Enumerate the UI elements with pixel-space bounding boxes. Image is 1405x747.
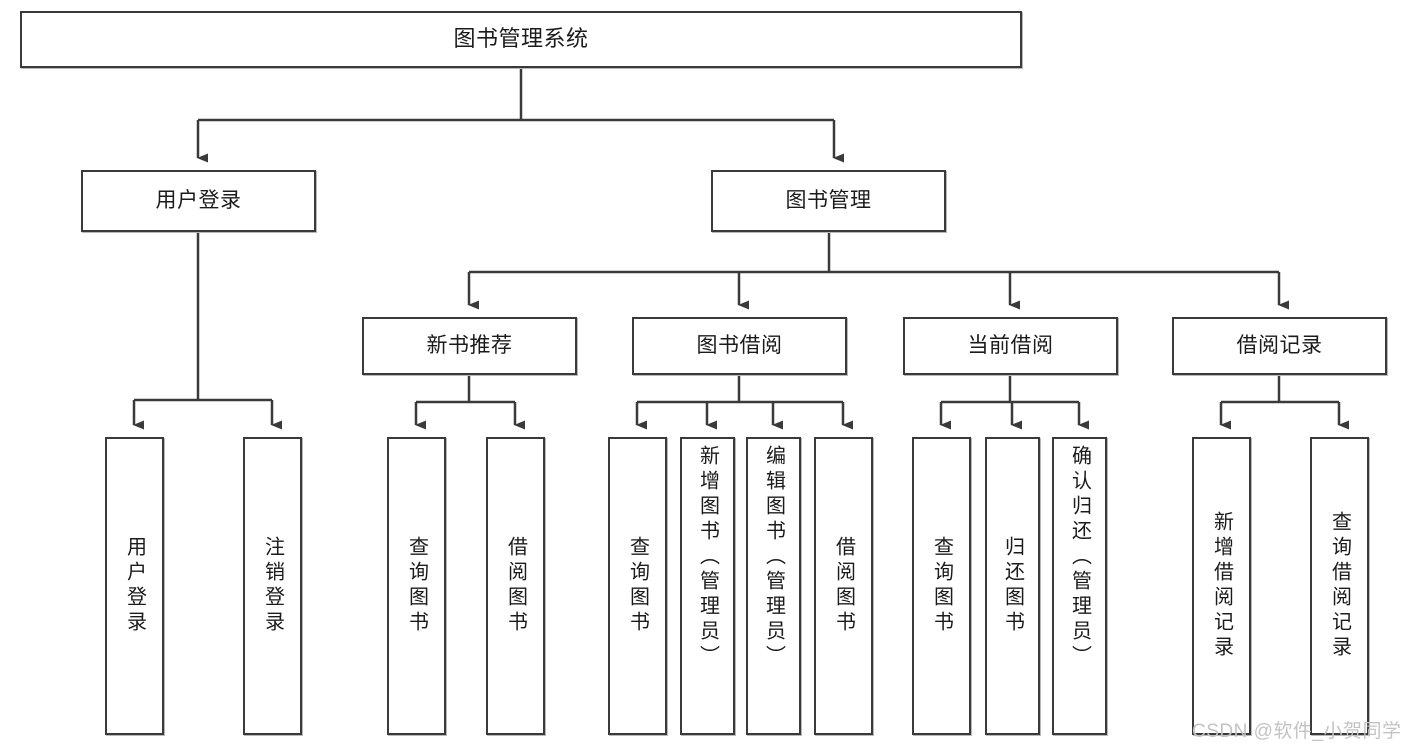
node-leaf-logout[interactable]: 注销登录 (243, 437, 302, 735)
node-user-login[interactable]: 用户登录 (81, 170, 316, 232)
node-new-book-recommend-label: 新书推荐 (426, 334, 513, 358)
node-leaf-confirm-return-label: 确认归还（管理员） (1068, 445, 1091, 670)
node-leaf-query-book-1-label: 查询图书 (405, 536, 428, 636)
node-current-borrow-label: 当前借阅 (967, 334, 1054, 358)
node-leaf-borrow-book-2-label: 借阅图书 (832, 536, 855, 636)
node-leaf-return-book[interactable]: 归还图书 (985, 437, 1040, 735)
node-user-login-label: 用户登录 (155, 189, 242, 213)
node-leaf-borrow-book-1[interactable]: 借阅图书 (486, 437, 545, 735)
node-leaf-user-login[interactable]: 用户登录 (105, 437, 164, 735)
node-leaf-add-record-label: 新增借阅记录 (1210, 511, 1233, 661)
node-leaf-user-login-label: 用户登录 (123, 536, 146, 636)
node-leaf-query-book-3[interactable]: 查询图书 (912, 437, 971, 735)
node-borrow-record[interactable]: 借阅记录 (1172, 317, 1387, 375)
node-leaf-add-record[interactable]: 新增借阅记录 (1192, 437, 1251, 735)
node-root[interactable]: 图书管理系统 (20, 11, 1022, 68)
node-book-manage[interactable]: 图书管理 (711, 170, 946, 232)
node-leaf-edit-book-label: 编辑图书（管理员） (762, 445, 785, 670)
node-leaf-confirm-return[interactable]: 确认归还（管理员） (1052, 437, 1107, 735)
node-leaf-logout-label: 注销登录 (261, 536, 284, 636)
node-leaf-query-book-2-label: 查询图书 (626, 536, 649, 636)
node-book-manage-label: 图书管理 (785, 189, 872, 213)
node-leaf-borrow-book-1-label: 借阅图书 (504, 536, 527, 636)
node-leaf-add-book[interactable]: 新增图书（管理员） (680, 437, 735, 735)
node-book-borrow[interactable]: 图书借阅 (632, 317, 847, 375)
node-root-label: 图书管理系统 (453, 26, 589, 52)
node-leaf-query-book-1[interactable]: 查询图书 (387, 437, 446, 735)
node-leaf-edit-book[interactable]: 编辑图书（管理员） (746, 437, 801, 735)
node-leaf-query-record[interactable]: 查询借阅记录 (1310, 437, 1369, 735)
node-current-borrow[interactable]: 当前借阅 (903, 317, 1118, 375)
node-leaf-return-book-label: 归还图书 (1001, 536, 1024, 636)
node-leaf-query-book-2[interactable]: 查询图书 (608, 437, 667, 735)
node-borrow-record-label: 借阅记录 (1236, 334, 1323, 358)
node-leaf-add-book-label: 新增图书（管理员） (696, 445, 719, 670)
watermark: CSDN @软件_小贺同学 (1192, 721, 1402, 742)
node-leaf-query-book-3-label: 查询图书 (930, 536, 953, 636)
node-leaf-query-record-label: 查询借阅记录 (1328, 511, 1351, 661)
node-book-borrow-label: 图书借阅 (696, 334, 783, 358)
node-leaf-borrow-book-2[interactable]: 借阅图书 (814, 437, 873, 735)
node-new-book-recommend[interactable]: 新书推荐 (362, 317, 577, 375)
